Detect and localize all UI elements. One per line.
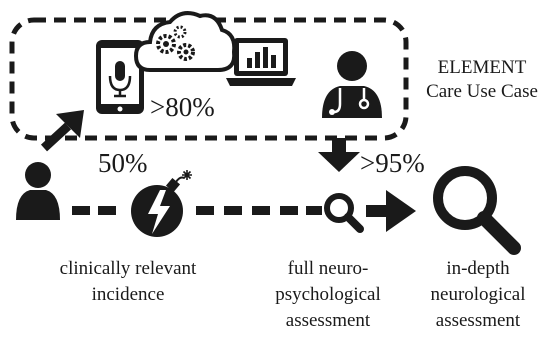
- stage-label-line: clinically relevant: [59, 258, 197, 279]
- percent-50-label: 50%: [98, 148, 148, 178]
- stage-label-line: neurological: [430, 284, 526, 305]
- stage-label-line: assessment: [435, 310, 521, 331]
- smartphone-microphone-icon: [96, 40, 144, 114]
- small-magnifier-icon: [324, 193, 364, 233]
- laptop-chart-icon: [226, 38, 296, 86]
- stage-label-neurological: in-depth neurological assessment: [408, 256, 548, 334]
- element-label: ELEMENT Care Use Case: [410, 56, 554, 104]
- stage-label-line: assessment: [285, 310, 371, 331]
- stage-label-neuropsychological: full neuro- psychological assessment: [258, 256, 398, 334]
- bomb-lightning-icon: [131, 170, 192, 237]
- stage-label-line: full neuro-: [287, 258, 369, 279]
- element-label-line1: ELEMENT: [437, 57, 527, 78]
- person-icon: [16, 162, 60, 220]
- use-case-dashed-box: [9, 17, 409, 141]
- stage-label-line: in-depth: [446, 258, 510, 279]
- doctor-icon: [322, 51, 382, 118]
- stage-label-incidence: clinically relevant incidence: [28, 256, 228, 308]
- stage-label-line: psychological: [275, 284, 381, 305]
- element-label-line2: Care Use Case: [426, 81, 538, 102]
- right-arrow: [366, 190, 416, 232]
- dashed-connector: [72, 206, 322, 215]
- down-arrow: [318, 138, 360, 172]
- diagonal-arrow: [40, 110, 84, 152]
- percent-80-label: >80%: [150, 92, 215, 122]
- stage-label-line: incidence: [91, 284, 165, 305]
- cloud-gears-icon: [133, 11, 237, 72]
- large-magnifier-icon: [433, 166, 521, 255]
- percent-95-label: >95%: [360, 148, 425, 178]
